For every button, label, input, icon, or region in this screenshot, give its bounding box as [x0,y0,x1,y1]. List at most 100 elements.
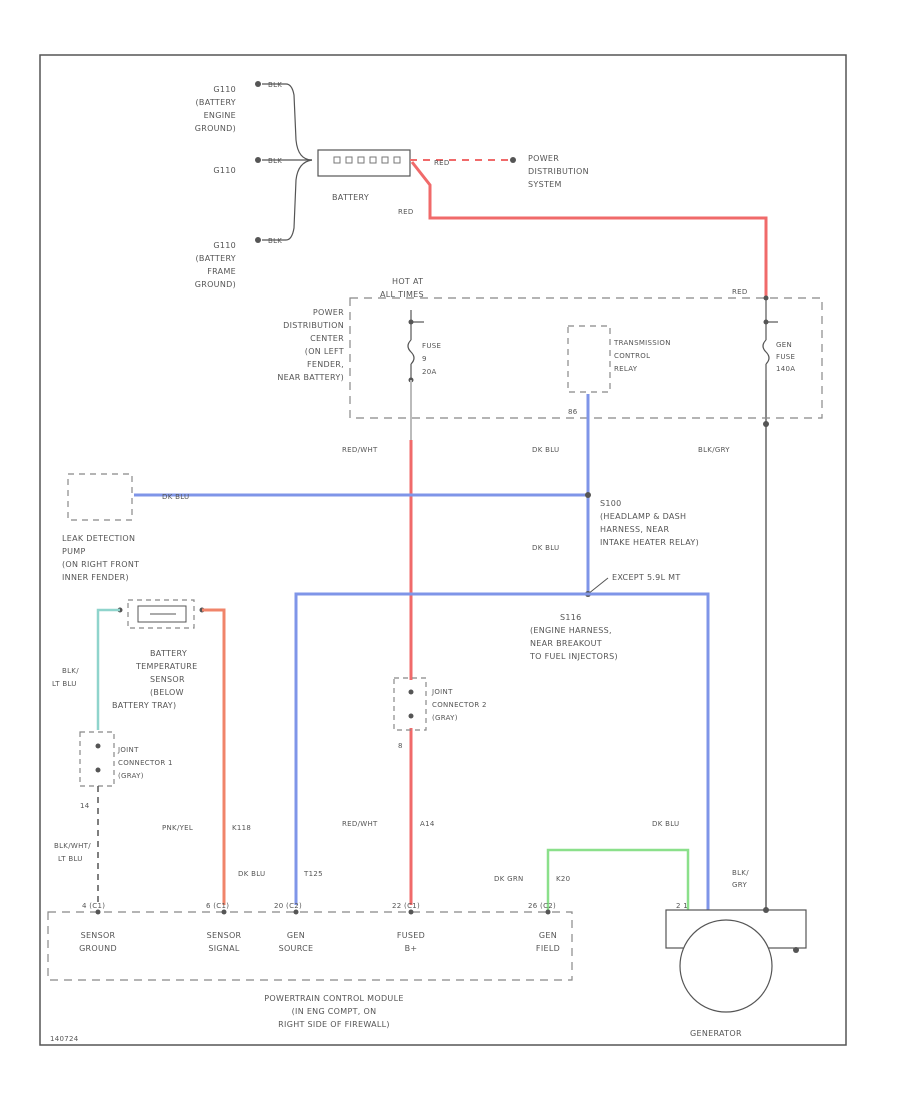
battery-label: BATTERY [332,193,369,202]
pdc-label: FENDER, [307,360,344,369]
wire-color-label: RED [398,208,414,216]
wire-color-label: GRY [732,881,747,889]
battery: BATTERY [317,149,411,202]
pdc-label: NEAR BATTERY) [277,373,344,382]
ground-terminal [255,157,261,163]
except-leader [587,577,609,595]
bts-box [127,599,195,629]
hot-at-label: HOT AT [392,277,423,286]
fuse-9 [407,310,424,380]
pcm-box [47,911,573,981]
s100-label: HARNESS, NEAR [600,525,669,534]
jc2-label: JOINT [431,688,453,696]
gen-fuse-label: GEN [776,341,792,349]
bts-label: (BELOW [150,688,184,697]
ground-label: G110 [213,85,236,94]
wire-color-label: LT BLU [58,855,83,863]
s116-label: S116 [560,613,582,622]
jc2-pin: 8 [398,742,403,750]
wire-red-battery-to-pdc [410,161,768,296]
jc1-pin-dot [95,767,101,773]
pcm-pin-number: 22 (C1) [392,902,420,910]
jc1-pin-dot [95,743,101,749]
ground-label: (BATTERY [196,98,236,107]
ground-label: GROUND) [195,280,236,289]
s116-label: (ENGINE HARNESS, [530,626,612,635]
wire-circuit-label: A14 [420,820,435,828]
pcm-pin-number: 20 (C2) [274,902,302,910]
fuse-label: 20A [422,368,437,376]
gen-fuse-connection-dot [763,295,769,301]
pds-label: DISTRIBUTION [528,167,589,176]
pcm-pin-dot [95,909,101,915]
pcm-pin-label: FUSED [397,931,425,940]
s100-label: S100 [600,499,622,508]
jc1-pin: 14 [80,802,90,810]
pdc-label: DISTRIBUTION [283,321,344,330]
pcm-pin-number: 26 (C2) [528,902,556,910]
generator-body [679,919,773,1013]
generator-ground-terminal [793,947,799,953]
jc2-label: (GRAY) [432,714,458,722]
joint-connector-1 [79,731,115,787]
wire-color-label: LT BLU [52,680,77,688]
wire-circuit-label: K118 [232,824,251,832]
wire-color-label: DK GRN [494,875,524,883]
s100-label: INTAKE HEATER RELAY) [600,538,699,547]
tcr-label: CONTROL [614,352,650,360]
fuse-connection-dot [408,319,414,325]
bts-sensor [137,605,187,623]
jc2-pin-dot [408,713,414,719]
pcm-pin-dot [293,909,299,915]
diagram-id: 140724 [50,1035,79,1043]
ldp-label: PUMP [62,547,86,556]
generator-pins: 2 1 [676,902,688,910]
ground-terminal [255,237,261,243]
ground-wire-color: BLK [268,157,282,165]
wire-color-label: PNK/YEL [162,824,193,832]
generator-b-plus-terminal [763,907,769,913]
ground-wire-color: BLK [268,237,282,245]
ground-label: G110 [213,166,236,175]
s116-label: TO FUEL INJECTORS) [529,652,618,661]
wire-connection-dot [763,421,769,427]
wire-dk-blu-gen-source [294,592,710,910]
wire-dk-grn [546,848,690,910]
wire-color-label: DK BLU [238,870,265,878]
pds-label: POWER [528,154,559,163]
wire-color-label: BLK/ [732,869,749,877]
ldp-label: LEAK DETECTION [62,534,135,543]
ground-terminal [255,81,261,87]
wire-color-label: DK BLU [532,446,559,454]
wire-blk-ltblu [96,608,120,730]
gen-fuse-label: FUSE [776,353,795,361]
wire-color-label: DK BLU [532,544,559,552]
pcm-title: RIGHT SIDE OF FIREWALL) [278,1020,390,1029]
fuse-label: FUSE [422,342,441,350]
ground-label: (BATTERY [196,254,236,263]
tcr-label: TRANSMISSION [613,339,671,347]
wire-color-label: RED [732,288,748,296]
ground-label: GROUND) [195,124,236,133]
pcm-title: (IN ENG COMPT, ON [292,1007,377,1016]
pcm-pin-dot [545,909,551,915]
ground-label: FRAME [207,267,236,276]
jc1-label: JOINT [117,746,139,754]
ground-wire-color: BLK [268,81,282,89]
wire-circuit-label: T125 [303,870,323,878]
bts-label: BATTERY TRAY) [112,701,176,710]
wire-color-label: BLK/ [62,667,79,675]
pcm-pin-label: SENSOR [81,931,116,940]
jc2-pin-dot [408,689,414,695]
generator-label: GENERATOR [690,1029,742,1038]
pcm-pin-label: B+ [405,944,418,953]
pdc-label: (ON LEFT [305,347,344,356]
ldp-box [67,473,133,521]
pcm-pin-label: GROUND [79,944,117,953]
tcr-box [567,325,611,393]
ground-label: ENGINE [204,111,236,120]
pdc-label: POWER [313,308,344,317]
ldp-label: INNER FENDER) [62,573,129,582]
